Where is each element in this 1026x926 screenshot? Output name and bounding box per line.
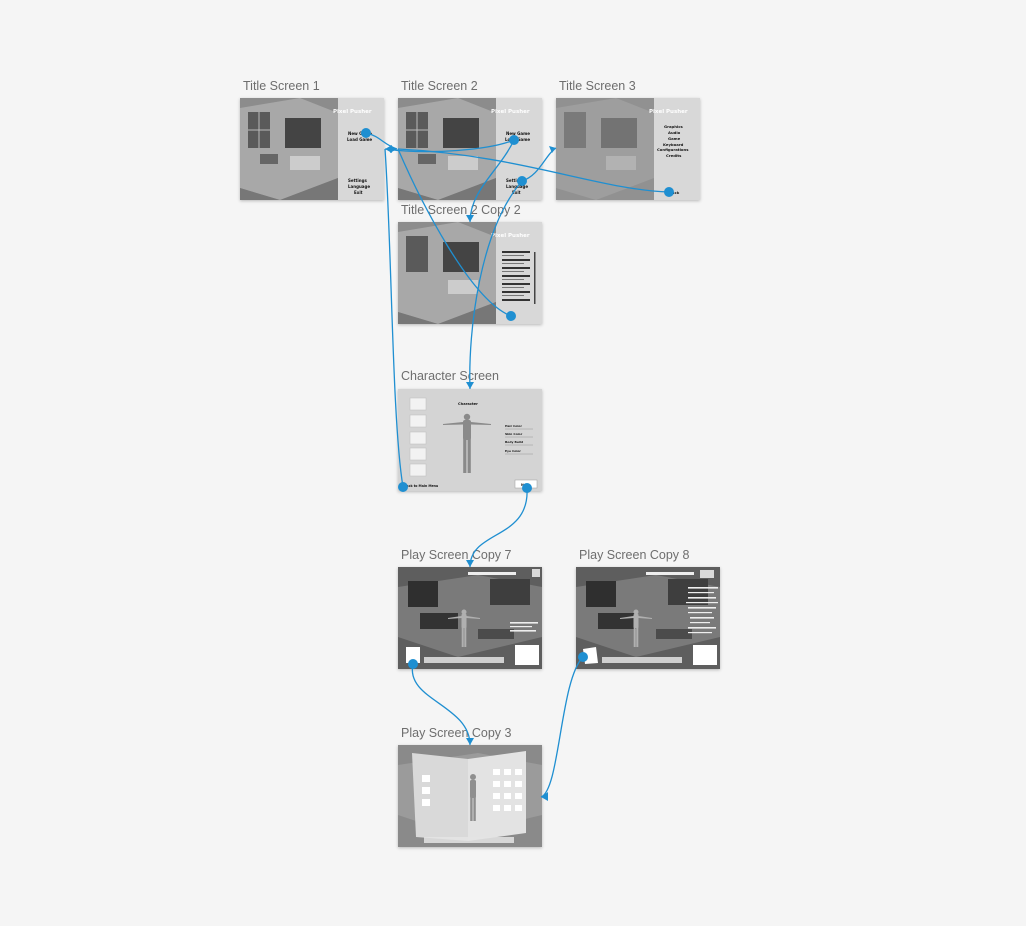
option-hair-color[interactable]: Hair Color	[505, 424, 522, 428]
menu-keyboard[interactable]: Keyboard	[663, 142, 684, 147]
menu-exit[interactable]: Exit	[354, 190, 363, 195]
frame-label-play-screen-copy-3[interactable]: Play Screen Copy 3	[401, 726, 512, 740]
menu-new-game[interactable]: New Game	[506, 131, 530, 136]
room-illustration	[398, 98, 496, 200]
game-title: Pixel Pusher	[491, 233, 530, 239]
menu-language[interactable]: Language	[506, 184, 528, 189]
room-illustration	[398, 222, 496, 324]
menu-load-game[interactable]: Load Game	[347, 137, 372, 142]
hotbar[interactable]	[424, 837, 514, 843]
frame-title-screen-2-copy-2[interactable]: Pixel Pusher	[398, 222, 542, 324]
character-preview	[470, 774, 476, 821]
back-to-main-menu-link[interactable]: Back to Main Menu	[404, 484, 438, 488]
inventory-button[interactable]	[406, 647, 420, 663]
frame-label-title-screen-1[interactable]: Title Screen 1	[243, 79, 320, 93]
hotbar[interactable]	[602, 657, 682, 663]
menu-new-game[interactable]: New Game	[348, 131, 372, 136]
frame-play-screen-copy-8[interactable]	[576, 567, 720, 669]
minimap-button[interactable]	[532, 569, 540, 577]
map-panel[interactable]	[515, 645, 539, 665]
menu-configurations[interactable]: Configurations	[657, 147, 689, 152]
scrollbar[interactable]	[534, 252, 536, 304]
menu-game[interactable]: Game	[668, 136, 681, 141]
quest-list	[510, 622, 538, 632]
frame-play-screen-copy-3[interactable]	[398, 745, 542, 847]
menu-language[interactable]: Language	[348, 184, 370, 189]
menu-load-game[interactable]: Load Game	[505, 137, 530, 142]
frame-character-screen[interactable]: Character Hair Color Skin Color Body Bui…	[398, 389, 542, 491]
menu-settings[interactable]: Settings	[348, 178, 368, 183]
next-button-label: Next	[521, 483, 530, 487]
option-skin-color[interactable]: Skin Color	[505, 432, 523, 436]
flow-arrowhead	[385, 145, 392, 153]
inventory-grid[interactable]	[493, 769, 522, 811]
room-illustration	[240, 98, 338, 200]
expanded-quest-log	[686, 587, 718, 634]
frame-label-play-screen-copy-8[interactable]: Play Screen Copy 8	[579, 548, 690, 562]
top-status-bar	[646, 572, 694, 575]
flow-play8-to-play3[interactable]	[540, 656, 584, 798]
menu-graphics[interactable]: Graphics	[664, 124, 684, 129]
top-status-bar	[468, 572, 516, 575]
flow-arrowhead	[390, 145, 397, 153]
menu-audio[interactable]: Audio	[668, 130, 681, 135]
frame-title-screen-1[interactable]: Pixel Pusher New Game Load Game Settings…	[240, 98, 384, 200]
frame-label-title-screen-3[interactable]: Title Screen 3	[559, 79, 636, 93]
room-illustration-blurred	[556, 98, 654, 200]
flow-arrowhead	[466, 382, 474, 389]
inventory-button[interactable]	[583, 647, 598, 664]
frame-title-screen-3[interactable]: Pixel Pusher Graphics Audio Game Keyboar…	[556, 98, 700, 200]
back-link[interactable]: Back	[669, 190, 680, 195]
menu-exit[interactable]: Exit	[512, 190, 521, 195]
frame-label-title-screen-2[interactable]: Title Screen 2	[401, 79, 478, 93]
hotbar[interactable]	[424, 657, 504, 663]
game-title: Pixel Pusher	[333, 109, 372, 115]
character-model	[443, 413, 491, 473]
frame-label-title-screen-2-copy-2[interactable]: Title Screen 2 Copy 2	[401, 203, 521, 217]
menu-credits[interactable]: Credits	[666, 153, 682, 158]
frame-play-screen-copy-7[interactable]	[398, 567, 542, 669]
character-heading: Character	[458, 402, 478, 406]
customization-slots[interactable]	[409, 397, 427, 477]
minimap-button[interactable]	[700, 570, 714, 578]
inventory-item-slots-left[interactable]	[422, 775, 430, 806]
menu-settings[interactable]: Settings	[506, 178, 526, 183]
flow-arrowhead	[541, 792, 548, 801]
game-title: Pixel Pusher	[491, 109, 530, 115]
frame-title-screen-2[interactable]: Pixel Pusher New Game Load Game Settings…	[398, 98, 542, 200]
map-panel[interactable]	[693, 645, 717, 665]
option-eye-color[interactable]: Eye Color	[505, 449, 521, 453]
flow-arrowhead	[549, 146, 556, 153]
game-title: Pixel Pusher	[649, 109, 688, 115]
option-body-build[interactable]: Body Build	[505, 440, 523, 444]
frame-label-character-screen[interactable]: Character Screen	[401, 369, 499, 383]
frame-label-play-screen-copy-7[interactable]: Play Screen Copy 7	[401, 548, 512, 562]
